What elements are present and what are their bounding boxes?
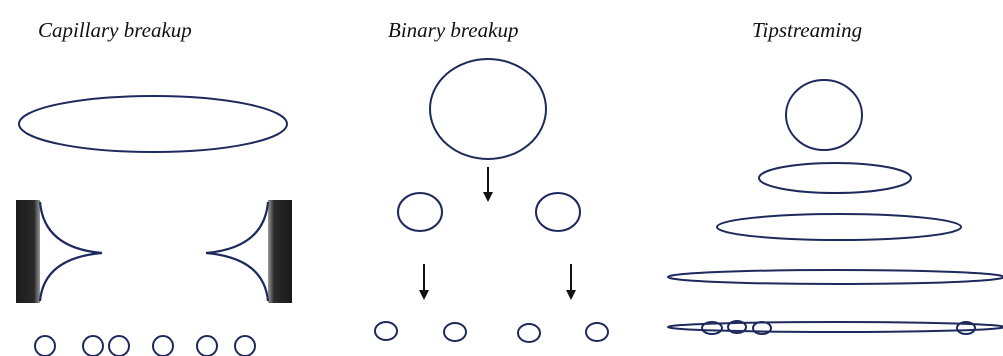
elongated-droplet	[18, 95, 288, 153]
tip-droplet-stage-3	[716, 213, 962, 241]
daughter-droplet	[397, 192, 443, 232]
satellite-droplet	[34, 335, 56, 356]
satellite-droplet	[234, 335, 256, 356]
satellite-droplet	[108, 335, 130, 356]
left-wall	[16, 200, 40, 303]
granddaughter-droplet	[374, 321, 398, 341]
left-neck-curve	[38, 201, 103, 302]
tip-droplet-stage-5	[667, 321, 1003, 333]
tipstreaming-title: Tipstreaming	[752, 18, 863, 42]
granddaughter-droplet	[517, 323, 541, 343]
granddaughter-droplet	[585, 322, 609, 342]
tip-droplet-stage-4	[667, 269, 1003, 285]
tip-droplet-stage-2	[758, 162, 912, 194]
satellite-droplet	[82, 335, 104, 356]
binary-breakup-title: Binary breakup	[388, 18, 519, 42]
right-wall	[268, 200, 292, 303]
tip-satellite-droplet	[956, 321, 976, 335]
granddaughter-droplet	[443, 322, 467, 342]
tip-droplet-stage-1	[785, 79, 863, 151]
tip-satellite-droplet	[727, 320, 747, 334]
satellite-droplet	[152, 335, 174, 356]
tip-satellite-droplet	[701, 321, 723, 335]
tip-satellite-droplet	[752, 321, 772, 335]
satellite-droplet	[196, 335, 218, 356]
capillary-breakup-title: Capillary breakup	[38, 18, 192, 42]
daughter-droplet	[535, 192, 581, 232]
right-neck-curve	[205, 201, 270, 302]
parent-droplet	[429, 58, 547, 160]
